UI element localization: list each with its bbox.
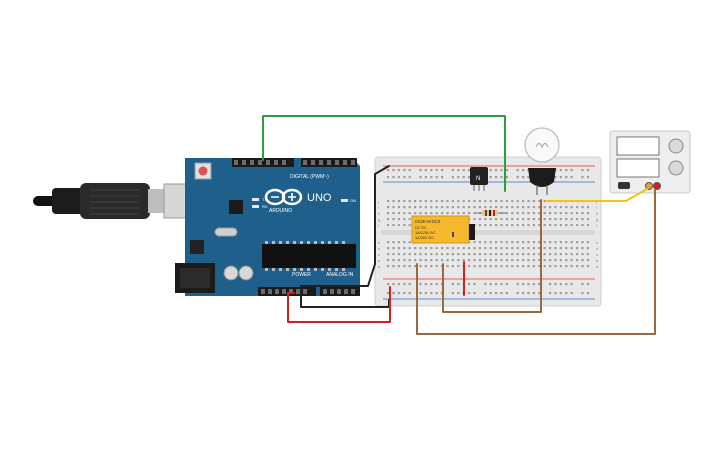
transistor-label: N <box>476 176 480 182</box>
row-letter-b: b <box>378 258 381 263</box>
relay-coil-mark <box>452 232 454 237</box>
row-letter-c: c <box>378 252 380 257</box>
power-header[interactable] <box>258 287 316 296</box>
rx-label: RX <box>262 204 268 209</box>
row-letter-g: g <box>378 217 380 222</box>
on-label: ON <box>350 198 356 203</box>
wire-brown-bulb[interactable] <box>442 199 542 313</box>
bulb-leads <box>536 185 548 195</box>
usb-cable[interactable] <box>33 183 197 219</box>
model-label: UNO <box>307 192 332 204</box>
digital-label: DIGITAL (PWM~) <box>290 174 329 180</box>
arduino-logo-icon <box>264 188 303 206</box>
row-letter-f-right: f <box>596 223 598 228</box>
row-letter-h-right: h <box>596 211 598 216</box>
current-display <box>616 158 660 178</box>
resistor[interactable] <box>475 210 506 216</box>
light-bulb[interactable] <box>524 127 560 195</box>
row-letter-j: j <box>377 199 379 204</box>
row-letter-i: i <box>378 205 379 210</box>
relay-label-2: DC 5V <box>415 226 427 230</box>
tx-led <box>252 198 259 201</box>
row-letter-e: e <box>378 240 381 245</box>
row-letter-h: h <box>378 211 380 216</box>
reset-button-cap[interactable] <box>198 166 208 176</box>
analog-label: ANALOG IN <box>326 272 354 278</box>
row-letter-a: a <box>378 264 381 269</box>
digital-header-left[interactable] <box>232 158 294 167</box>
relay-label-1: KS2E-M-DC5 <box>415 219 441 224</box>
wire-red-5v[interactable] <box>287 286 391 323</box>
row-letter-g-right: g <box>596 217 598 222</box>
relay-diode[interactable] <box>469 224 475 240</box>
power-label: POWER <box>292 272 311 278</box>
row-letter-a-right: a <box>596 264 599 269</box>
row-letter-b-right: b <box>596 258 599 263</box>
wire-black-ground[interactable] <box>300 165 390 308</box>
negative-terminal[interactable] <box>645 182 653 190</box>
arduino-uno-board[interactable]: DIGITAL (PWM~) UNO ARDUINO TX RX ON <box>175 158 360 296</box>
relay[interactable]: KS2E-M-DC5 DC 5V 1A/125V AC 1A/30V DC <box>411 215 475 244</box>
breadboard[interactable]: j i h g f e d c b a j i h g f e d c b a <box>374 156 602 307</box>
row-letter-d: d <box>378 246 380 251</box>
row-letter-e-right: e <box>596 240 599 245</box>
power-supply[interactable] <box>609 130 691 194</box>
transistor[interactable]: N <box>470 167 488 191</box>
voltage-regulator <box>190 240 204 254</box>
brand-label: ARDUINO <box>269 208 292 214</box>
atmega-chip <box>262 244 356 268</box>
bulb-glass <box>524 127 560 163</box>
bulb-base <box>528 168 556 187</box>
wire-brown-long[interactable] <box>416 189 656 335</box>
relay-label-3: 1A/125V AC <box>415 231 436 235</box>
capacitor-2 <box>238 265 254 281</box>
relay-label-4: 1A/30V DC <box>415 236 434 240</box>
breadboard-holes[interactable] <box>387 169 589 295</box>
row-letter-d-right: d <box>596 246 598 251</box>
positive-terminal[interactable] <box>653 182 661 190</box>
voltage-knob[interactable] <box>668 138 684 154</box>
bulb-filament <box>535 143 549 149</box>
wire-yellow[interactable] <box>545 188 648 202</box>
row-letter-f: f <box>378 223 380 228</box>
center-channel <box>381 230 595 235</box>
row-letter-c-right: c <box>596 252 598 257</box>
usb-chip <box>229 200 243 214</box>
voltage-display <box>616 136 660 156</box>
power-switch[interactable] <box>618 182 630 189</box>
current-knob[interactable] <box>668 160 684 176</box>
tx-label: TX <box>262 197 267 202</box>
on-led <box>341 199 348 202</box>
rx-led <box>252 205 259 208</box>
wire-green[interactable] <box>262 115 506 192</box>
capacitor-1 <box>223 265 239 281</box>
row-letter-i-right: i <box>596 205 597 210</box>
crystal <box>214 227 238 237</box>
